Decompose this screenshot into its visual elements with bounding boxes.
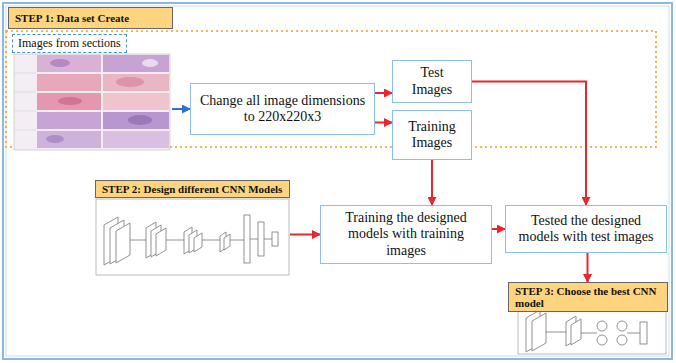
- cnn-layer: [116, 223, 130, 263]
- flow-arrow: [431, 160, 433, 205]
- dense-layer: [640, 322, 647, 344]
- tissue-detail: [50, 59, 70, 67]
- dense-node: [597, 335, 607, 345]
- tissue-detail: [58, 97, 82, 105]
- tissue-image: [103, 55, 169, 72]
- tissue-image: [37, 93, 101, 110]
- tissue-detail: [46, 135, 64, 143]
- sketch-link: [264, 239, 272, 240]
- outer-frame: [3, 3, 672, 359]
- data-box: Test Images: [392, 60, 472, 103]
- tissue-image: [37, 131, 101, 148]
- tissue-image: [37, 74, 101, 91]
- histology-collage: [14, 54, 170, 150]
- sketch-frame: [96, 199, 289, 275]
- image-source-panel: Images from sections: [12, 33, 172, 151]
- tissue-detail: [128, 115, 152, 125]
- tissue-image: [103, 93, 169, 110]
- collage-divider: [15, 73, 36, 74]
- box-text: Tested the designed models with test ima…: [512, 213, 660, 245]
- tissue-image: [103, 131, 169, 148]
- step-label: STEP 3: Choose the best CNN model: [508, 282, 668, 312]
- flow-arrow: [290, 234, 320, 236]
- box-text: Change all image dimensions to 220x220x3: [197, 93, 368, 125]
- flow-arrow: [375, 122, 392, 124]
- step-label: STEP 1: Data set Create: [8, 7, 173, 29]
- sketch-link: [250, 239, 258, 240]
- flow-arrow: [172, 108, 190, 110]
- process-box: Tested the designed models with test ima…: [505, 205, 667, 253]
- cnn-layer: [224, 234, 230, 250]
- cnn-sketch-step2: [96, 199, 289, 275]
- outer-frame-inner: [6, 6, 669, 356]
- step-panel: STEP 2: Design different CNN Models: [95, 180, 290, 276]
- sketch-link: [202, 240, 220, 241]
- collage-frame: [14, 54, 170, 150]
- dense-layer: [272, 232, 278, 246]
- dense-node: [617, 335, 627, 345]
- flow-arrow: [375, 92, 392, 94]
- process-box: Training the designed models with traini…: [320, 205, 492, 264]
- cnn-layer: [194, 233, 202, 252]
- dense-node: [617, 321, 627, 331]
- cnn-layer: [571, 319, 581, 345]
- flow-arrow: [492, 228, 505, 230]
- dense-layer: [258, 222, 264, 256]
- dense-layer: [244, 215, 250, 263]
- sketch-link: [581, 333, 597, 334]
- collage-divider: [15, 111, 36, 112]
- cnn-layer: [156, 228, 166, 256]
- step-label: STEP 2: Design different CNN Models: [95, 180, 290, 198]
- sketch-link: [627, 333, 640, 334]
- tissue-image: [37, 112, 101, 129]
- tissue-image: [103, 74, 169, 91]
- sketch-link: [166, 240, 184, 241]
- sketch-link: [230, 240, 244, 241]
- tissue-detail: [116, 77, 144, 87]
- tissue-detail: [142, 59, 158, 67]
- flow-arrow: [472, 82, 586, 206]
- flow-arrow: [587, 253, 589, 282]
- box-text: STEP 1: Data set Create: [15, 12, 129, 24]
- box-text: Test Images: [399, 65, 465, 97]
- collage-divider: [15, 130, 36, 131]
- box-text: Training Images: [399, 119, 465, 151]
- tissue-image: [37, 55, 101, 72]
- dense-node: [597, 321, 607, 331]
- sketch-link: [546, 332, 566, 333]
- panel-title: Images from sections: [12, 34, 127, 53]
- sketch-link: [130, 240, 146, 241]
- cnn-layer: [532, 313, 546, 351]
- data-box: Training Images: [392, 110, 472, 160]
- collage-divider: [15, 92, 36, 93]
- step-panel: STEP 3: Choose the best CNN model: [508, 282, 668, 356]
- process-box: Change all image dimensions to 220x220x3: [190, 83, 375, 135]
- tissue-image: [103, 112, 169, 129]
- box-text: Training the designed models with traini…: [327, 210, 485, 258]
